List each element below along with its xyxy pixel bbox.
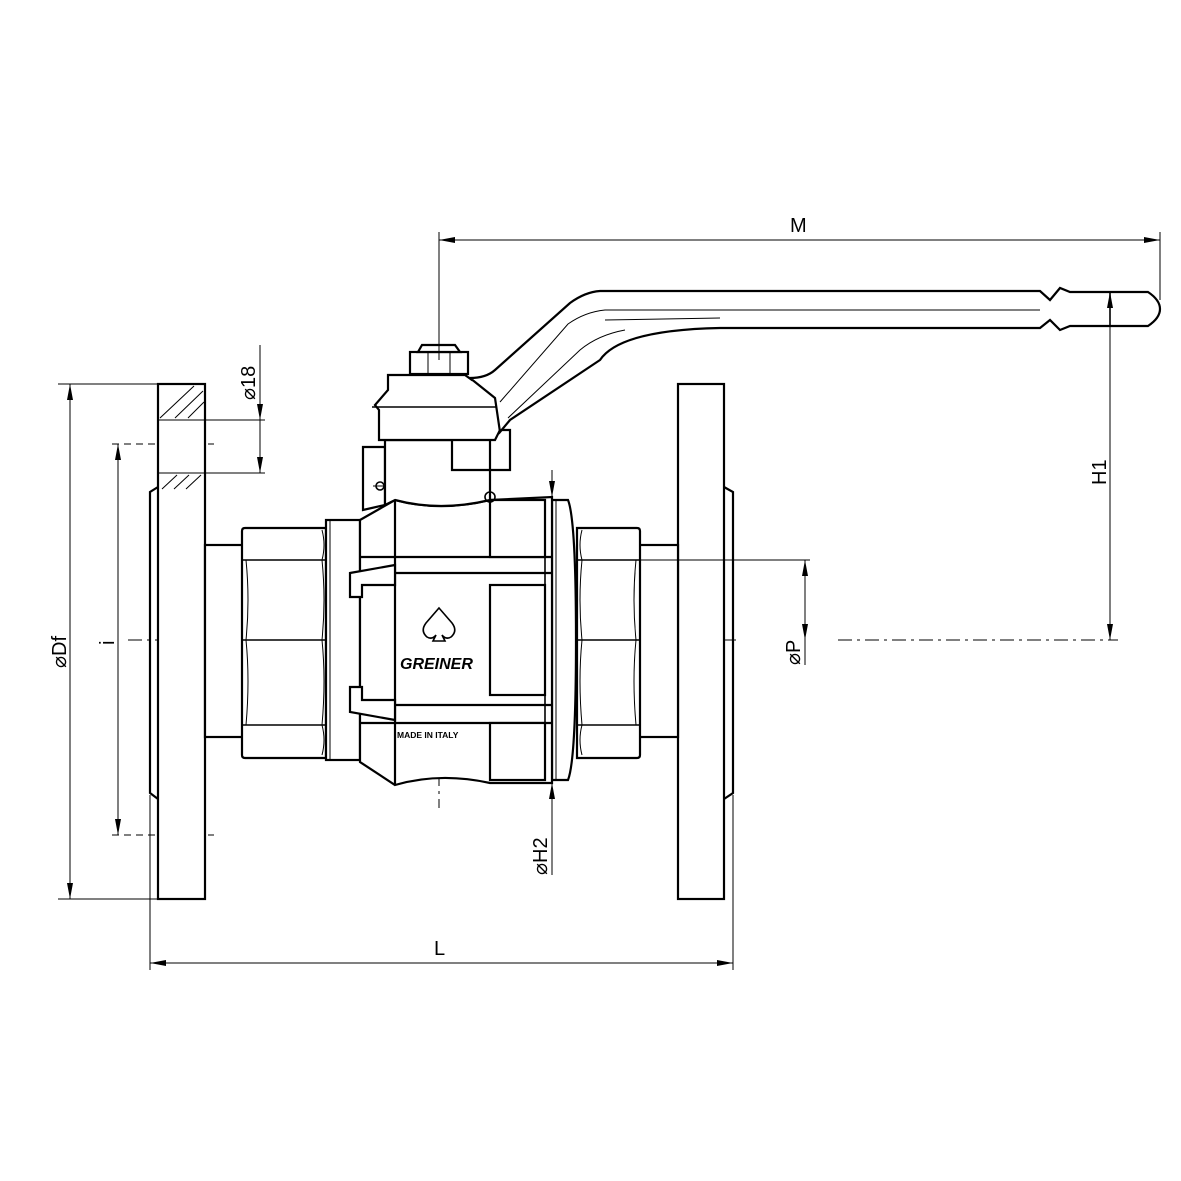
dim-M-label: M	[790, 215, 807, 237]
dim-H2-label: ⌀H2	[530, 837, 552, 875]
dimension-D18: ⌀18	[205, 345, 265, 474]
dimension-L: L	[149, 795, 734, 970]
dim-D18-label: ⌀18	[238, 366, 260, 400]
dimension-i: i	[97, 444, 121, 835]
valve-body: GREINER MADE IN ITALY	[348, 495, 554, 787]
dimension-Df: ⌀Df	[49, 383, 158, 900]
left-hex-end	[240, 518, 362, 762]
stem-neck	[361, 428, 512, 512]
dimension-H1: H1	[1089, 292, 1113, 640]
dimension-M: M	[438, 215, 1161, 360]
dim-P-label: ⌀P	[783, 640, 805, 665]
left-flange	[148, 382, 247, 901]
dim-Df-label: ⌀Df	[49, 636, 71, 668]
dimension-P: ⌀P	[576, 559, 810, 665]
right-hex-end	[550, 498, 642, 782]
dim-H1-label: H1	[1089, 459, 1111, 485]
lever-handle	[372, 286, 1162, 442]
greiner-logo-icon	[422, 606, 456, 642]
dim-L-label: L	[434, 938, 445, 960]
dimension-H2: ⌀H2	[530, 470, 555, 875]
origin-label: MADE IN ITALY	[397, 730, 459, 740]
brand-label: GREINER	[400, 656, 473, 673]
right-flange	[635, 382, 735, 901]
dim-i-label: i	[97, 641, 119, 645]
